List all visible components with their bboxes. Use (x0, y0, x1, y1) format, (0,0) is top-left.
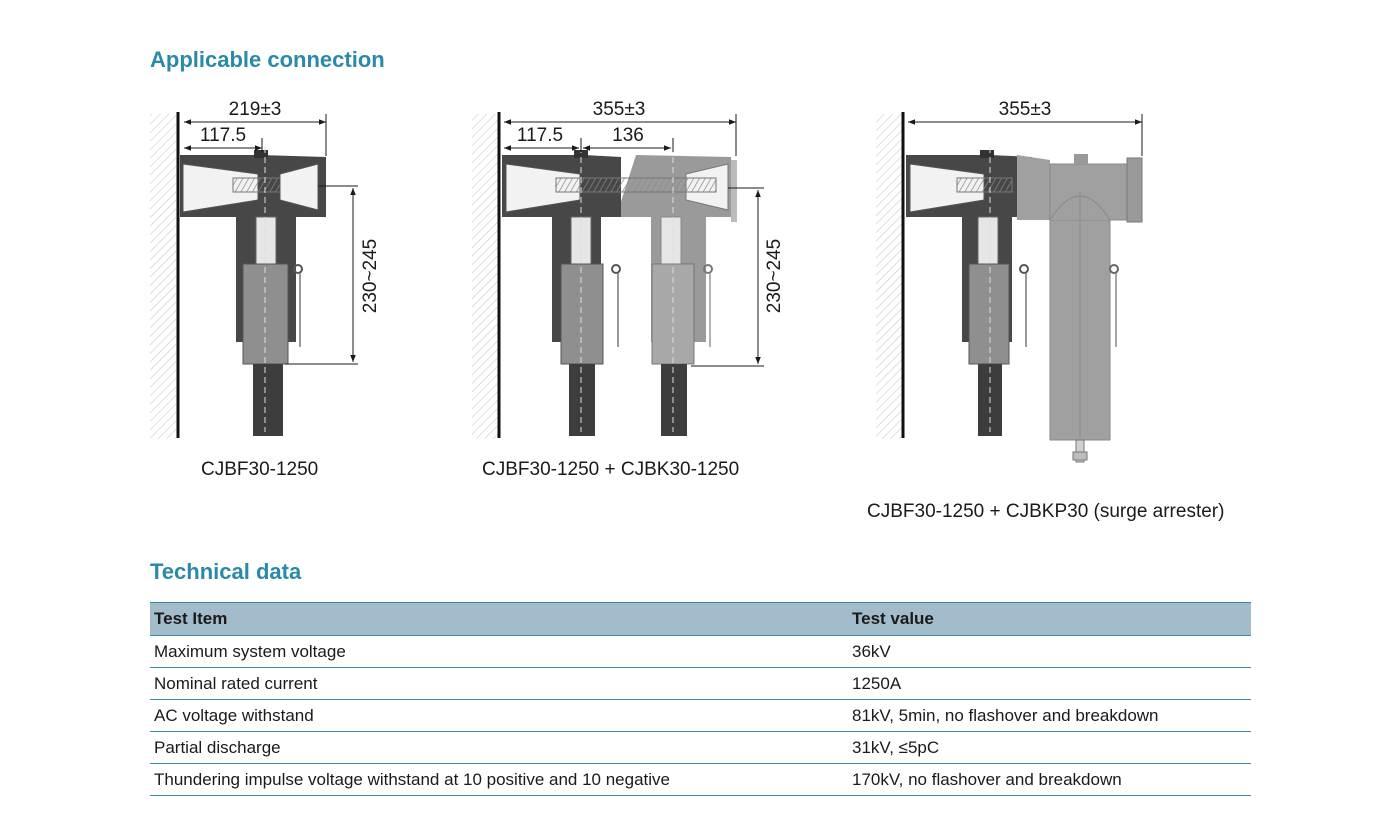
diagram-cjbf30-cjbk30: 355±3 117.5 136 230~245 (472, 99, 785, 439)
dim-vertical-label: 230~245 (360, 239, 381, 314)
cell-test-value: 81kV, 5min, no flashover and breakdown (848, 699, 1251, 732)
bushing-cone (182, 163, 259, 213)
cell-test-value: 170kV, no flashover and breakdown (848, 763, 1251, 796)
table-row: Partial discharge 31kV, ≤5pC (150, 731, 1251, 764)
dim-vertical-label: 230~245 (764, 239, 785, 314)
section-title-technical: Technical data (150, 559, 302, 584)
arrester-nut (1072, 451, 1088, 461)
arrester-top-cap (1074, 154, 1088, 164)
table-row: Nominal rated current 1250A (150, 667, 1251, 700)
dim-total-label: 355±3 (999, 99, 1052, 120)
test-point (611, 264, 621, 274)
connector-rear (660, 216, 682, 266)
wall-hatch (472, 114, 498, 439)
technical-data-table: Test Item Test value Maximum system volt… (150, 602, 1251, 796)
cable (253, 364, 283, 436)
diagram-caption-3: CJBF30-1250 + CJBKP30 (surge arrester) (867, 501, 1225, 522)
threaded-stud (956, 177, 1013, 193)
test-point (703, 264, 713, 274)
table-header-row: Test Item Test value (150, 602, 1251, 636)
cap (254, 150, 268, 158)
diagram-cjbf30-cjbkp30: 355±3 (876, 99, 1143, 463)
column-header-test-item: Test Item (150, 602, 848, 636)
dim-a-label: 117.5 (517, 125, 563, 146)
table-row: AC voltage withstand 81kV, 5min, no flas… (150, 699, 1251, 732)
cap (574, 150, 588, 158)
wall-hatch (150, 114, 176, 439)
arrester-cap (1126, 157, 1143, 223)
diagram-cjbf30: 219±3 117.5 230~245 (150, 99, 381, 439)
section-title-applicable: Applicable connection (150, 47, 385, 72)
arrester-terminal (1075, 439, 1085, 463)
dim-b-label: 136 (612, 125, 644, 146)
cable (569, 364, 595, 436)
test-point (293, 264, 303, 274)
cell-test-item: Thundering impulse voltage withstand at … (150, 763, 848, 796)
cell-test-value: 1250A (848, 667, 1251, 700)
arrester-neck (1017, 155, 1050, 220)
table-row: Thundering impulse voltage withstand at … (150, 763, 1251, 796)
wall-hatch (876, 114, 902, 439)
cell-test-item: AC voltage withstand (150, 699, 848, 732)
diagram-caption-2: CJBF30-1250 + CJBK30-1250 (482, 459, 740, 480)
cell-test-item: Maximum system voltage (150, 635, 848, 668)
stress-cone (560, 263, 604, 365)
rear-cap (731, 160, 737, 222)
test-point (1019, 264, 1029, 274)
cell-test-item: Partial discharge (150, 731, 848, 764)
cell-test-item: Nominal rated current (150, 667, 848, 700)
diagram-caption-1: CJBF30-1250 (201, 459, 319, 480)
test-point (1109, 264, 1119, 274)
stress-cone (968, 263, 1010, 365)
dim-total-label: 219±3 (229, 99, 282, 120)
column-header-test-value: Test value (848, 602, 1251, 636)
table-row: Maximum system voltage 36kV (150, 635, 1251, 668)
connector (255, 216, 277, 266)
dim-a-label: 117.5 (200, 125, 246, 146)
cell-test-value: 31kV, ≤5pC (848, 731, 1251, 764)
threaded-stud (555, 177, 717, 193)
cap (980, 150, 994, 158)
connector (977, 216, 999, 266)
dim-total-label: 355±3 (593, 99, 646, 120)
cable-rear (661, 364, 687, 436)
plug-cone (279, 163, 319, 211)
bushing-cone (909, 163, 985, 213)
cell-test-value: 36kV (848, 635, 1251, 668)
bushing-cone (505, 163, 581, 213)
